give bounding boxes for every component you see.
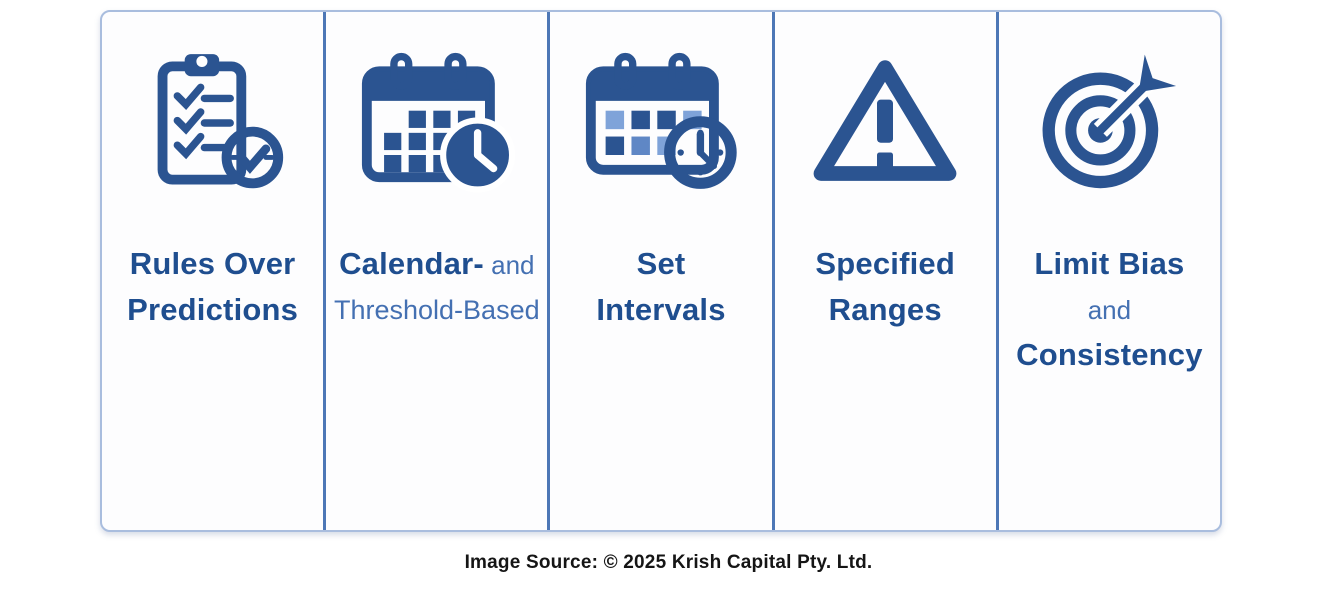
clipboard-checklist-clock-icon <box>133 48 293 198</box>
panel-label-line: Set <box>636 246 686 281</box>
calendar-clock-icon <box>357 48 517 198</box>
warning-triangle-icon <box>805 48 965 198</box>
panel-label: Specified Ranges <box>809 244 961 336</box>
calendar-intervals-clock-icon <box>581 48 741 198</box>
panel-label-line: Limit Bias <box>1034 246 1185 281</box>
panel-limit-bias-consistency: Limit Bias and Consistency <box>995 12 1220 530</box>
panel-label-line: Intervals <box>596 292 726 327</box>
panel-label-line-suffix: and <box>483 250 535 280</box>
panel-label: Calendar- and Threshold-Based <box>328 244 546 335</box>
panel-label: Set Intervals <box>590 244 731 336</box>
panel-specified-ranges: Specified Ranges <box>771 12 996 530</box>
panel-label: Limit Bias and Consistency <box>1010 244 1209 381</box>
panel-label-line: Consistency <box>1016 337 1203 372</box>
panel-label: Rules Over Predictions <box>121 244 304 336</box>
panel-calendar-threshold-based: Calendar- and Threshold-Based <box>323 12 547 530</box>
panel-label-line: Specified <box>815 246 956 281</box>
panel-label-line: Predictions <box>127 292 299 327</box>
panel-rules-over-predictions: Rules Over Predictions <box>102 12 323 530</box>
panel-label-line: Rules Over <box>129 246 296 281</box>
target-arrow-icon <box>1029 48 1189 198</box>
panel-label-line: Ranges <box>828 292 942 327</box>
panel-set-intervals: Set Intervals <box>547 12 771 530</box>
panel-label-line: Threshold-Based <box>333 295 540 325</box>
panel-label-line: Calendar- <box>339 246 484 281</box>
image-source-caption: Image Source: © 2025 Krish Capital Pty. … <box>464 552 873 573</box>
panel-label-line: and <box>1087 295 1132 325</box>
five-panel-board: Rules Over Predictions <box>100 10 1222 532</box>
